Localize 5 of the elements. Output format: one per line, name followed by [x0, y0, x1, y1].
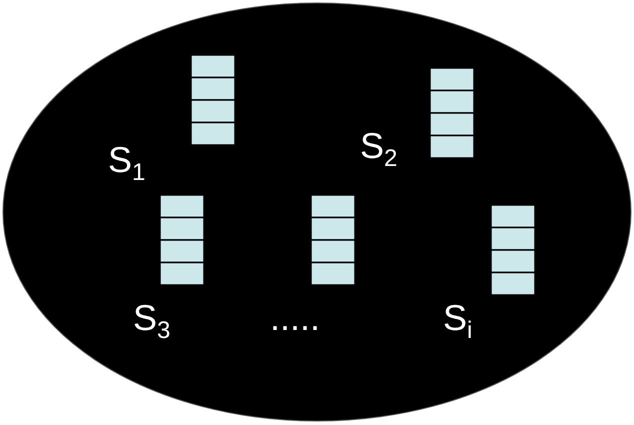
- set-label: .....: [270, 300, 320, 336]
- set-label: S$_{i}$: [443, 300, 472, 344]
- set-label: S$_{3}$: [133, 300, 170, 344]
- set-label: S$_{1}$: [108, 142, 146, 186]
- set-label: S$_{2}$: [360, 128, 398, 172]
